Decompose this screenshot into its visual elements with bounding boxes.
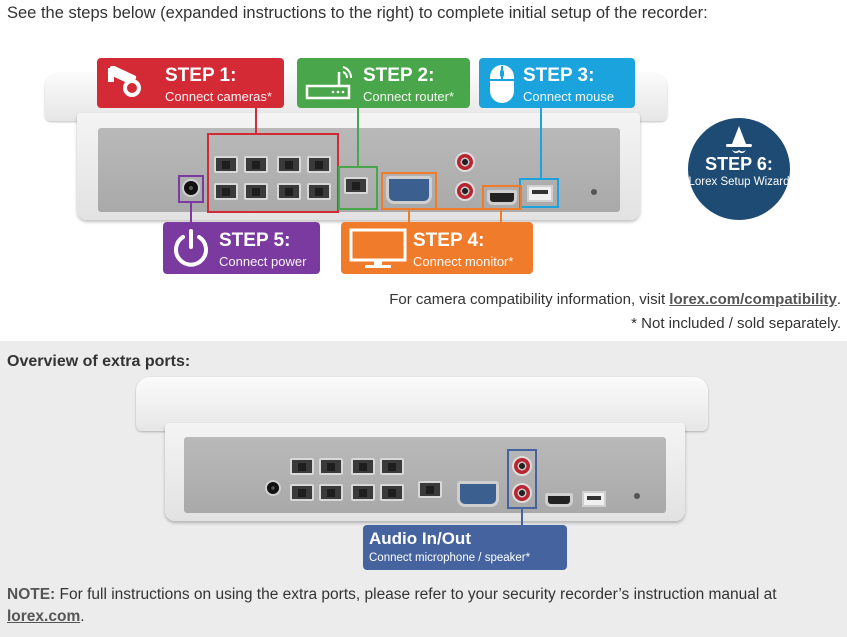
vga-port — [386, 176, 432, 204]
step-5-title: STEP 5: — [219, 230, 291, 251]
compatibility-suffix: . — [836, 291, 841, 308]
step-3-label: STEP 3: Connect mouse — [479, 58, 635, 108]
hdmi-port — [545, 493, 573, 507]
camera-port — [290, 458, 314, 475]
step-2-title: STEP 2: — [363, 65, 435, 86]
audio-connector — [521, 508, 523, 526]
lan-port — [418, 481, 442, 498]
camera-port — [214, 156, 238, 173]
camera-port — [290, 484, 314, 501]
lorex-link[interactable]: lorex.com — [7, 608, 81, 625]
camera-port — [351, 484, 375, 501]
extra-ports-title: Overview of extra ports: — [7, 353, 191, 370]
audio-subtitle: Connect microphone / speaker* — [369, 552, 531, 564]
step-3-subtitle: Connect mouse — [523, 89, 615, 104]
hdmi-port-highlight — [482, 185, 522, 210]
vga-port-highlight — [381, 172, 437, 210]
step4-connector-bar — [408, 208, 502, 210]
step-6-subtitle: Lorex Setup Wizard — [688, 176, 790, 188]
power-jack-highlight — [178, 175, 204, 203]
camera-port — [307, 156, 331, 173]
compatibility-link[interactable]: lorex.com/compatibility — [669, 291, 837, 308]
camera-port — [319, 484, 343, 501]
audio-in-out-label: Audio In/Out Connect microphone / speake… — [363, 525, 567, 570]
mouse-icon — [487, 63, 517, 110]
hdmi-port — [487, 190, 517, 205]
vga-port — [457, 481, 499, 507]
step-5-subtitle: Connect power — [219, 254, 307, 269]
step-6-title: STEP 6: — [705, 154, 773, 174]
audio-title: Audio In/Out — [369, 529, 471, 548]
camera-port — [277, 156, 301, 173]
router-icon — [303, 64, 355, 107]
audio-jacks-highlight — [507, 449, 537, 509]
step-4-label: STEP 4: Connect monitor* — [341, 222, 533, 274]
audio-out-jack — [512, 456, 532, 476]
step5-connector — [190, 202, 192, 222]
power-jack — [182, 179, 200, 197]
recorder-top-cover — [136, 377, 708, 431]
camera-port — [380, 484, 404, 501]
camera-port — [244, 183, 268, 200]
wizard-hat-icon — [723, 124, 755, 161]
intro-text: See the steps below (expanded instructio… — [7, 4, 708, 22]
power-icon — [170, 228, 212, 275]
step1-connector — [255, 108, 257, 134]
usb-port-highlight — [519, 178, 559, 208]
step-4-subtitle: Connect monitor* — [413, 254, 514, 269]
step-1-label: STEP 1: Connect cameras* — [97, 58, 284, 108]
camera-port — [277, 183, 301, 200]
audio-in-jack — [512, 483, 532, 503]
camera-icon — [106, 65, 150, 107]
camera-port — [214, 183, 238, 200]
step-6-label: STEP 6: Lorex Setup Wizard — [688, 118, 790, 220]
step-3-title: STEP 3: — [523, 65, 595, 86]
audio-out-jack — [455, 152, 475, 172]
monitor-icon — [349, 228, 407, 275]
note-suffix: . — [80, 608, 85, 625]
step-2-label: STEP 2: Connect router* — [297, 58, 470, 108]
extra-ports-section: Overview of extra ports: Audio In/Out Co… — [0, 341, 847, 637]
step-1-title: STEP 1: — [165, 65, 237, 86]
step3-connector — [540, 108, 542, 179]
usb-port — [527, 185, 553, 202]
step-4-title: STEP 4: — [413, 230, 485, 251]
compatibility-prefix: For camera compatibility information, vi… — [389, 291, 670, 308]
lan-port — [344, 177, 368, 194]
note-text: NOTE: For full instructions on using the… — [7, 584, 841, 628]
screw — [591, 189, 597, 195]
usb-port — [582, 491, 606, 507]
lan-port-highlight — [338, 166, 378, 210]
step2-connector — [357, 108, 359, 167]
audio-in-jack — [455, 181, 475, 201]
step4-connector-hdmi — [500, 209, 502, 222]
camera-port — [351, 458, 375, 475]
camera-port — [244, 156, 268, 173]
camera-port — [319, 458, 343, 475]
camera-ports-highlight — [207, 133, 339, 213]
step-2-subtitle: Connect router* — [363, 89, 455, 104]
note-label: NOTE: — [7, 586, 56, 603]
power-jack — [265, 480, 281, 496]
camera-port — [380, 458, 404, 475]
sold-separately-note: * Not included / sold separately. — [631, 315, 841, 332]
screw — [634, 493, 640, 499]
step-1-subtitle: Connect cameras* — [165, 89, 272, 104]
compatibility-note: For camera compatibility information, vi… — [389, 290, 841, 310]
step-5-label: STEP 5: Connect power — [163, 222, 320, 274]
step4-connector-vga — [408, 209, 410, 222]
note-body: For full instructions on using the extra… — [55, 586, 777, 603]
camera-port — [307, 183, 331, 200]
